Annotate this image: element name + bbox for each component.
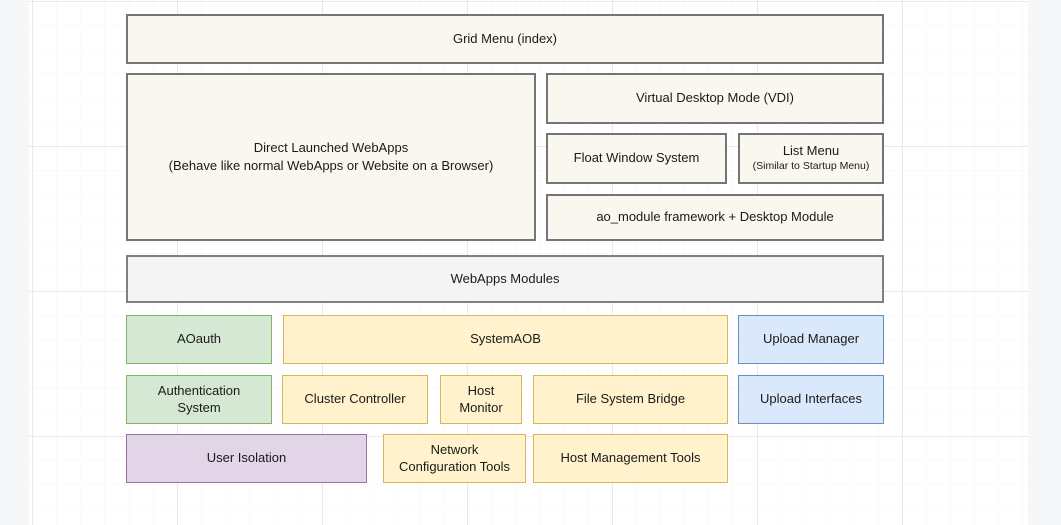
- node-user-isolation-label: User Isolation: [207, 450, 286, 467]
- node-direct-launched-webapps-line2: (Behave like normal WebApps or Website o…: [169, 157, 494, 175]
- node-network-configuration-tools-label: Network Configuration Tools: [399, 442, 510, 475]
- node-upload-manager[interactable]: Upload Manager: [738, 315, 884, 364]
- node-direct-launched-webapps[interactable]: Direct Launched WebApps (Behave like nor…: [126, 73, 536, 241]
- node-grid-menu[interactable]: Grid Menu (index): [126, 14, 884, 64]
- node-host-management-tools-label: Host Management Tools: [561, 450, 701, 467]
- node-float-window-system[interactable]: Float Window System: [546, 133, 727, 184]
- node-list-menu-title: List Menu: [783, 143, 839, 160]
- node-host-management-tools[interactable]: Host Management Tools: [533, 434, 728, 483]
- node-virtual-desktop-mode-label: Virtual Desktop Mode (VDI): [636, 90, 794, 107]
- node-cluster-controller-label: Cluster Controller: [304, 391, 405, 408]
- node-aoauth-label: AOauth: [177, 331, 221, 348]
- node-network-configuration-tools[interactable]: Network Configuration Tools: [383, 434, 526, 483]
- node-aoauth[interactable]: AOauth: [126, 315, 272, 364]
- node-file-system-bridge[interactable]: File System Bridge: [533, 375, 728, 424]
- node-ao-module-framework-label: ao_module framework + Desktop Module: [596, 209, 833, 226]
- node-float-window-system-label: Float Window System: [574, 150, 700, 167]
- node-grid-menu-label: Grid Menu (index): [453, 31, 557, 48]
- node-list-menu[interactable]: List Menu (Similar to Startup Menu): [738, 133, 884, 184]
- node-virtual-desktop-mode[interactable]: Virtual Desktop Mode (VDI): [546, 73, 884, 124]
- node-upload-interfaces[interactable]: Upload Interfaces: [738, 375, 884, 424]
- node-host-monitor[interactable]: Host Monitor: [440, 375, 522, 424]
- node-authentication-system-label: Authentication System: [158, 383, 240, 416]
- node-ao-module-framework[interactable]: ao_module framework + Desktop Module: [546, 194, 884, 241]
- node-upload-interfaces-label: Upload Interfaces: [760, 391, 862, 408]
- node-system-aob[interactable]: SystemAOB: [283, 315, 728, 364]
- node-host-monitor-label: Host Monitor: [459, 383, 502, 416]
- node-system-aob-label: SystemAOB: [470, 331, 541, 348]
- node-direct-launched-webapps-line1: Direct Launched WebApps: [254, 139, 408, 157]
- node-list-menu-subtitle: (Similar to Startup Menu): [753, 160, 870, 174]
- node-upload-manager-label: Upload Manager: [763, 331, 859, 348]
- node-authentication-system[interactable]: Authentication System: [126, 375, 272, 424]
- node-webapps-modules[interactable]: WebApps Modules: [126, 255, 884, 303]
- node-webapps-modules-label: WebApps Modules: [451, 271, 560, 288]
- node-file-system-bridge-label: File System Bridge: [576, 391, 685, 408]
- node-user-isolation[interactable]: User Isolation: [126, 434, 367, 483]
- node-cluster-controller[interactable]: Cluster Controller: [282, 375, 428, 424]
